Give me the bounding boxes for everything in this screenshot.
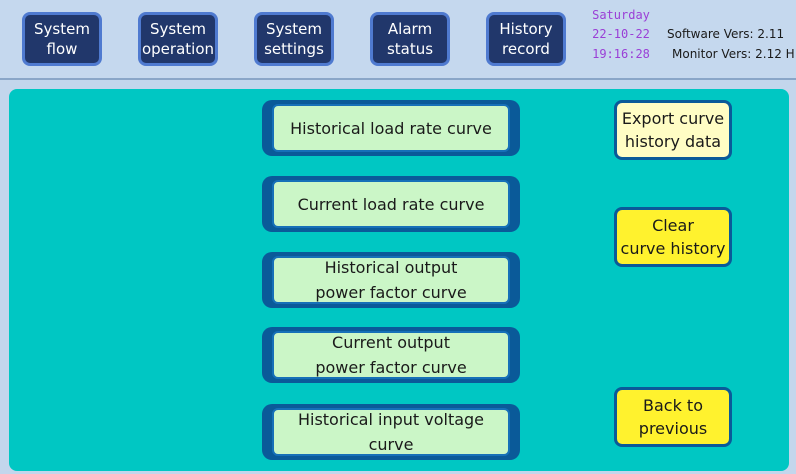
date-text: 22-10-22 [592, 27, 650, 41]
current-load-rate-curve-button[interactable]: Current load rate curve [262, 176, 520, 232]
history-record-label: History record [499, 20, 553, 58]
history-record-button[interactable]: History record [486, 12, 566, 66]
historical-load-rate-curve-button[interactable]: Historical load rate curve [262, 100, 520, 156]
monitor-version-text: Monitor Vers: 2.12 H [672, 47, 795, 61]
current-output-power-factor-curve-label: Current output power factor curve [315, 333, 467, 377]
top-bar: System flow System operation System sett… [0, 0, 796, 80]
system-flow-label: System flow [34, 20, 90, 58]
back-to-previous-label: Back to previous [638, 396, 708, 438]
historical-output-power-factor-curve-label: Historical output power factor curve [315, 258, 467, 302]
historical-input-voltage-curve-button[interactable]: Historical input voltage curve [262, 404, 520, 460]
historical-load-rate-curve-label: Historical load rate curve [290, 118, 492, 138]
historical-output-power-factor-curve-face: Historical output power factor curve [272, 256, 510, 304]
system-settings-button[interactable]: System settings [254, 12, 334, 66]
current-output-power-factor-curve-button[interactable]: Current output power factor curve [262, 327, 520, 383]
clear-curve-history-button[interactable]: Clear curve history [614, 207, 732, 267]
system-operation-label: System operation [141, 20, 215, 58]
back-to-previous-button[interactable]: Back to previous [614, 387, 732, 447]
system-operation-button[interactable]: System operation [138, 12, 218, 66]
alarm-status-label: Alarm status [386, 20, 434, 58]
time-text: 19:16:28 [592, 47, 650, 61]
weekday-text: Saturday [592, 8, 650, 22]
export-curve-history-label: Export curve history data [621, 109, 725, 151]
system-flow-button[interactable]: System flow [22, 12, 102, 66]
system-settings-label: System settings [264, 20, 324, 58]
alarm-status-button[interactable]: Alarm status [370, 12, 450, 66]
historical-input-voltage-curve-face: Historical input voltage curve [272, 408, 510, 456]
clear-curve-history-label: Clear curve history [620, 216, 726, 258]
historical-load-rate-curve-face: Historical load rate curve [272, 104, 510, 152]
historical-input-voltage-curve-label: Historical input voltage curve [297, 410, 485, 454]
current-output-power-factor-curve-face: Current output power factor curve [272, 331, 510, 379]
software-version-text: Software Vers: 2.11 [667, 27, 785, 41]
historical-output-power-factor-curve-button[interactable]: Historical output power factor curve [262, 252, 520, 308]
export-curve-history-button[interactable]: Export curve history data [614, 100, 732, 160]
current-load-rate-curve-face: Current load rate curve [272, 180, 510, 228]
current-load-rate-curve-label: Current load rate curve [297, 194, 485, 214]
